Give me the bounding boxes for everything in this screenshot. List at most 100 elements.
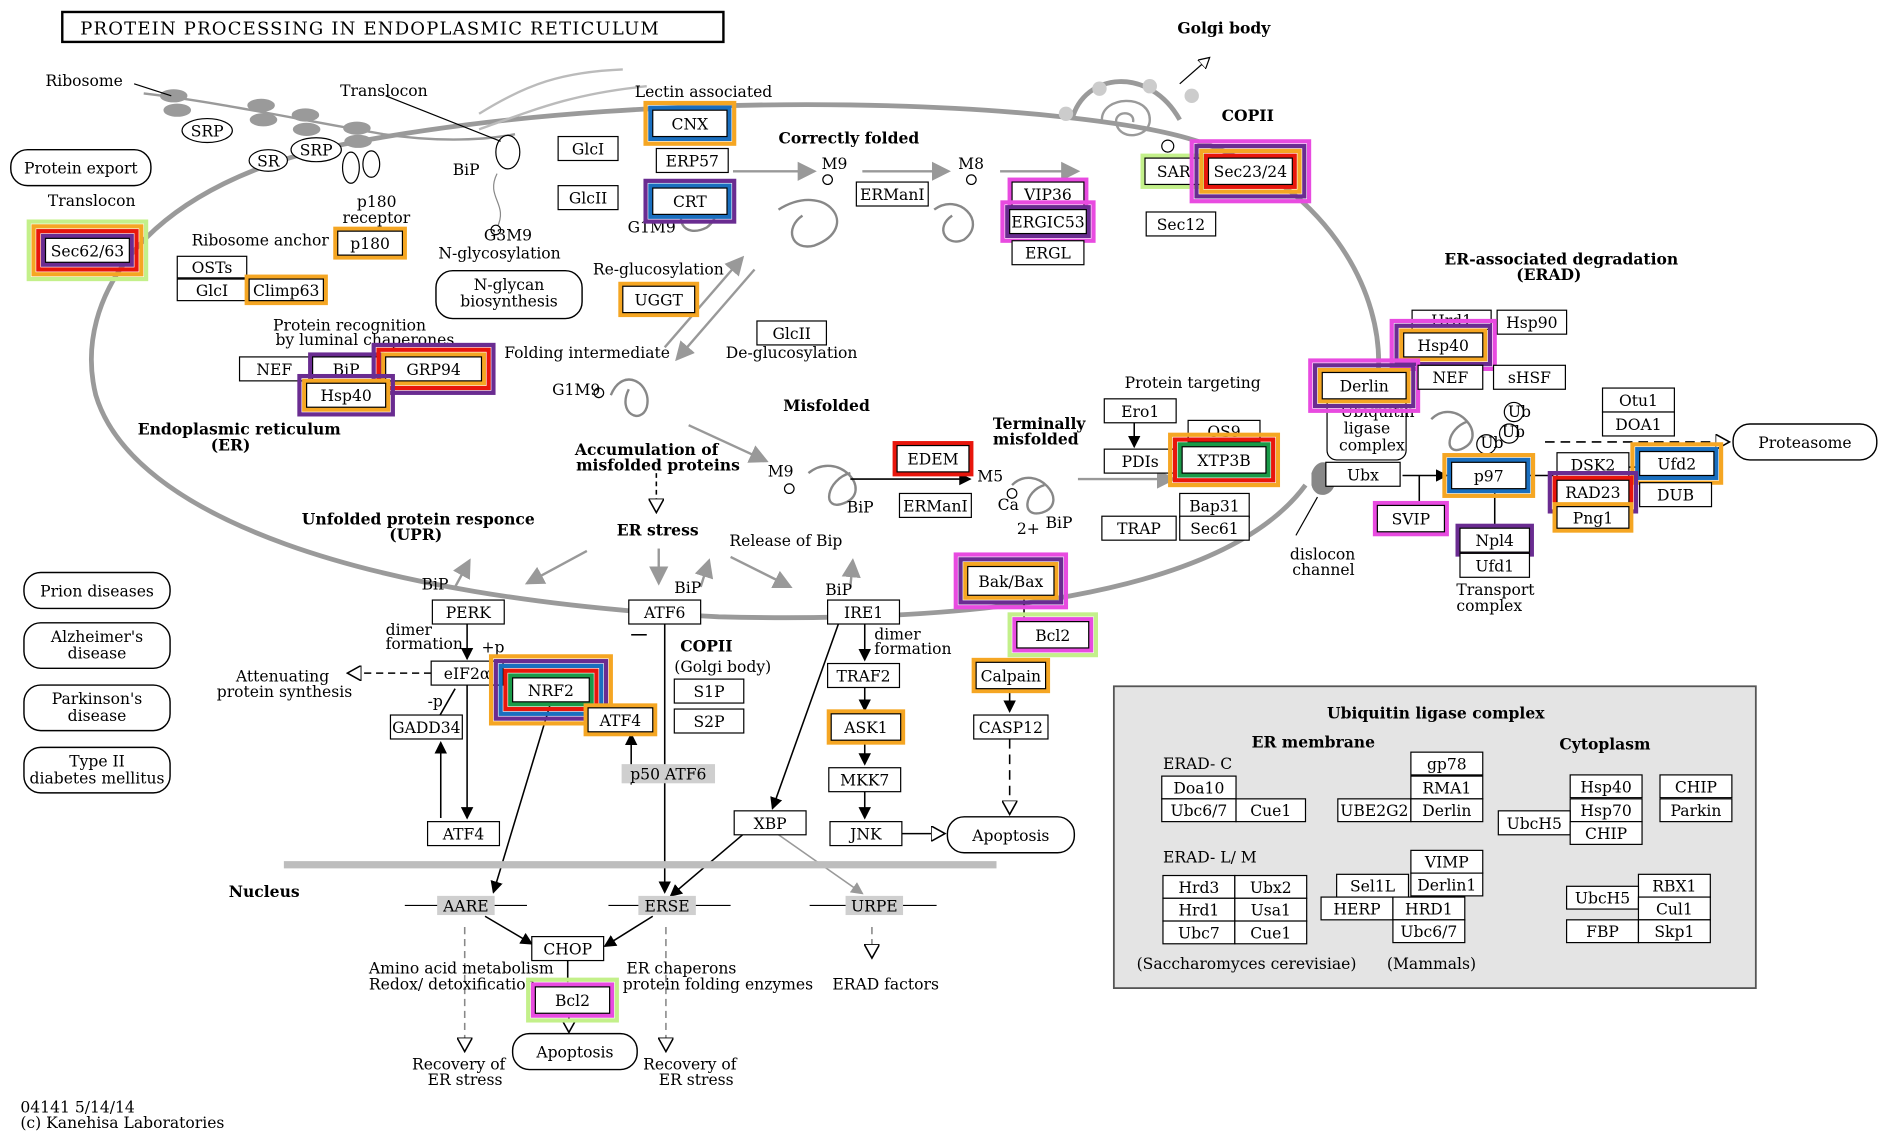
complex-member-vimp[interactable]: VIMP (1411, 850, 1483, 873)
gene-erp57[interactable]: ERP57 (656, 149, 728, 173)
gene-hsp90[interactable]: Hsp90 (1497, 310, 1566, 334)
gene-pdis[interactable]: PDIs (1104, 449, 1176, 473)
complex-member-gp78[interactable]: gp78 (1411, 752, 1483, 775)
pathway-link-apoptosis[interactable]: Apoptosis (513, 1034, 638, 1070)
complex-member-hrd1[interactable]: HRD1 (1393, 897, 1465, 920)
gene-traf2[interactable]: TRAF2 (828, 664, 900, 688)
gene-glci[interactable]: GlcI (558, 137, 618, 161)
gene-ergl[interactable]: ERGL (1012, 241, 1084, 265)
gene-osts[interactable]: OSTs (177, 256, 246, 278)
gene-xtp3b[interactable]: XTP3B (1170, 435, 1278, 485)
complex-member-ubch5[interactable]: UbcH5 (1498, 811, 1570, 835)
complex-member-hsp40[interactable]: Hsp40 (1570, 775, 1642, 798)
gene-ubx[interactable]: Ubx (1326, 462, 1400, 486)
gene-ergic53[interactable]: ERGIC53 (1002, 202, 1093, 240)
gene-calpain[interactable]: Calpain (974, 660, 1048, 691)
complex-member-ubc7[interactable]: Ubc7 (1163, 921, 1235, 944)
gene-crt[interactable]: CRT (646, 181, 735, 222)
gene-sec62-63[interactable]: Sec62/63 (29, 222, 146, 279)
gene-doa1[interactable]: DOA1 (1603, 412, 1675, 436)
gene-glci[interactable]: GlcI (177, 279, 246, 301)
gene-dub[interactable]: DUB (1640, 483, 1712, 507)
gene-p97[interactable]: p97 (1444, 455, 1533, 496)
pathway-link-apoptosis[interactable]: Apoptosis (947, 817, 1074, 853)
complex-member-parkin[interactable]: Parkin (1660, 799, 1732, 822)
gene-nef[interactable]: NEF (1418, 365, 1483, 389)
complex-member-ubc6-7[interactable]: Ubc6/7 (1393, 920, 1465, 943)
complex-member-rma1[interactable]: RMA1 (1411, 776, 1483, 799)
complex-member-rbx1[interactable]: RBX1 (1638, 874, 1710, 897)
gene-cnx[interactable]: CNX (646, 103, 735, 144)
gene-perk[interactable]: PERK (432, 600, 504, 624)
gene-ermani[interactable]: ERManI (899, 493, 971, 517)
gene-jnk[interactable]: JNK (830, 822, 902, 846)
gene-chop[interactable]: CHOP (532, 937, 604, 961)
gene-bap31[interactable]: Bap31 (1180, 493, 1249, 517)
complex-member-derlin1[interactable]: Derlin1 (1411, 873, 1483, 896)
gene-atf6[interactable]: ATF6 (629, 600, 701, 624)
gene-bcl2[interactable]: Bcl2 (1010, 614, 1096, 655)
complex-member-fbp[interactable]: FBP (1567, 920, 1639, 943)
gene-s2p[interactable]: S2P (674, 709, 743, 733)
complex-member-hrd3[interactable]: Hrd3 (1163, 876, 1235, 899)
gene-hsp40[interactable]: Hsp40 (299, 376, 392, 414)
complex-member-derlin[interactable]: Derlin (1411, 799, 1483, 822)
gene-shsf[interactable]: sHSF (1494, 365, 1566, 389)
complex-member-usa1[interactable]: Usa1 (1235, 898, 1307, 921)
gene-npl4[interactable]: Npl4 (1458, 526, 1532, 555)
gene-p180[interactable]: p180 (335, 229, 404, 258)
complex-member-sel1l[interactable]: Sel1L (1337, 874, 1409, 897)
complex-member-skp1[interactable]: Skp1 (1638, 920, 1710, 943)
complex-member-hrd1[interactable]: Hrd1 (1163, 898, 1235, 921)
gene-mkk7[interactable]: MKK7 (829, 768, 901, 792)
complex-member-ubch5[interactable]: UbcH5 (1567, 886, 1639, 909)
gene-edem[interactable]: EDEM (895, 443, 972, 474)
pathway-link-prion-diseases[interactable]: Prion diseases (24, 573, 170, 609)
gene-casp12[interactable]: CASP12 (974, 715, 1048, 739)
gene-trap[interactable]: TRAP (1102, 516, 1176, 540)
gene-ermani[interactable]: ERManI (856, 182, 928, 206)
gene-ire1[interactable]: IRE1 (828, 600, 900, 624)
gene-glcii[interactable]: GlcII (757, 321, 826, 345)
gene-ufd1[interactable]: Ufd1 (1460, 553, 1529, 577)
complex-member-chip[interactable]: CHIP (1660, 775, 1732, 798)
complex-member-cue1[interactable]: Cue1 (1236, 799, 1305, 822)
complex-member-doa10[interactable]: Doa10 (1162, 776, 1236, 799)
gene-atf4[interactable]: ATF4 (428, 822, 500, 846)
pathway-link-protein-export[interactable]: Protein export (11, 150, 151, 186)
gene-otu1[interactable]: Otu1 (1603, 388, 1675, 412)
gene-svip[interactable]: SVIP (1375, 503, 1447, 534)
complex-member-herp[interactable]: HERP (1321, 897, 1393, 920)
gene-ask1[interactable]: ASK1 (829, 711, 903, 742)
gene-s1p[interactable]: S1P (674, 679, 743, 703)
gene-ufd2[interactable]: Ufd2 (1632, 444, 1721, 482)
gene-derlin[interactable]: Derlin (1310, 361, 1418, 411)
label-m9: M9 (768, 463, 794, 481)
complex-member-ubc6-7[interactable]: Ubc6/7 (1162, 799, 1236, 822)
complex-member-ube2g2[interactable]: UBE2G2 (1338, 799, 1411, 822)
complex-member-cue1[interactable]: Cue1 (1235, 921, 1307, 944)
complex-member-cul1[interactable]: Cul1 (1638, 897, 1710, 920)
gene-glcii[interactable]: GlcII (558, 186, 618, 210)
gene-bcl2[interactable]: Bcl2 (528, 980, 617, 1021)
complex-member-chip[interactable]: CHIP (1570, 822, 1642, 845)
gene-uggt[interactable]: UGGT (620, 284, 697, 315)
gene-png1[interactable]: Png1 (1555, 504, 1632, 530)
gene-label: p97 (1474, 467, 1504, 485)
gene-gadd34[interactable]: GADD34 (390, 715, 462, 739)
complex-member-ubx2[interactable]: Ubx2 (1235, 876, 1307, 899)
complex-member-hsp70[interactable]: Hsp70 (1570, 799, 1642, 822)
gene-sec12[interactable]: Sec12 (1146, 212, 1215, 236)
gene-climp63[interactable]: Climp63 (247, 277, 326, 303)
gene-xbp[interactable]: XBP (734, 811, 806, 835)
gene-sec61[interactable]: Sec61 (1180, 516, 1249, 540)
pathway-link-proteasome[interactable]: Proteasome (1733, 424, 1877, 460)
gene-bak-bax[interactable]: Bak/Bax (956, 555, 1066, 608)
gene-ero1[interactable]: Ero1 (1104, 399, 1176, 423)
gene-atf4[interactable]: ATF4 (586, 705, 655, 734)
gene-sec23-24[interactable]: Sec23/24 (1192, 141, 1309, 201)
